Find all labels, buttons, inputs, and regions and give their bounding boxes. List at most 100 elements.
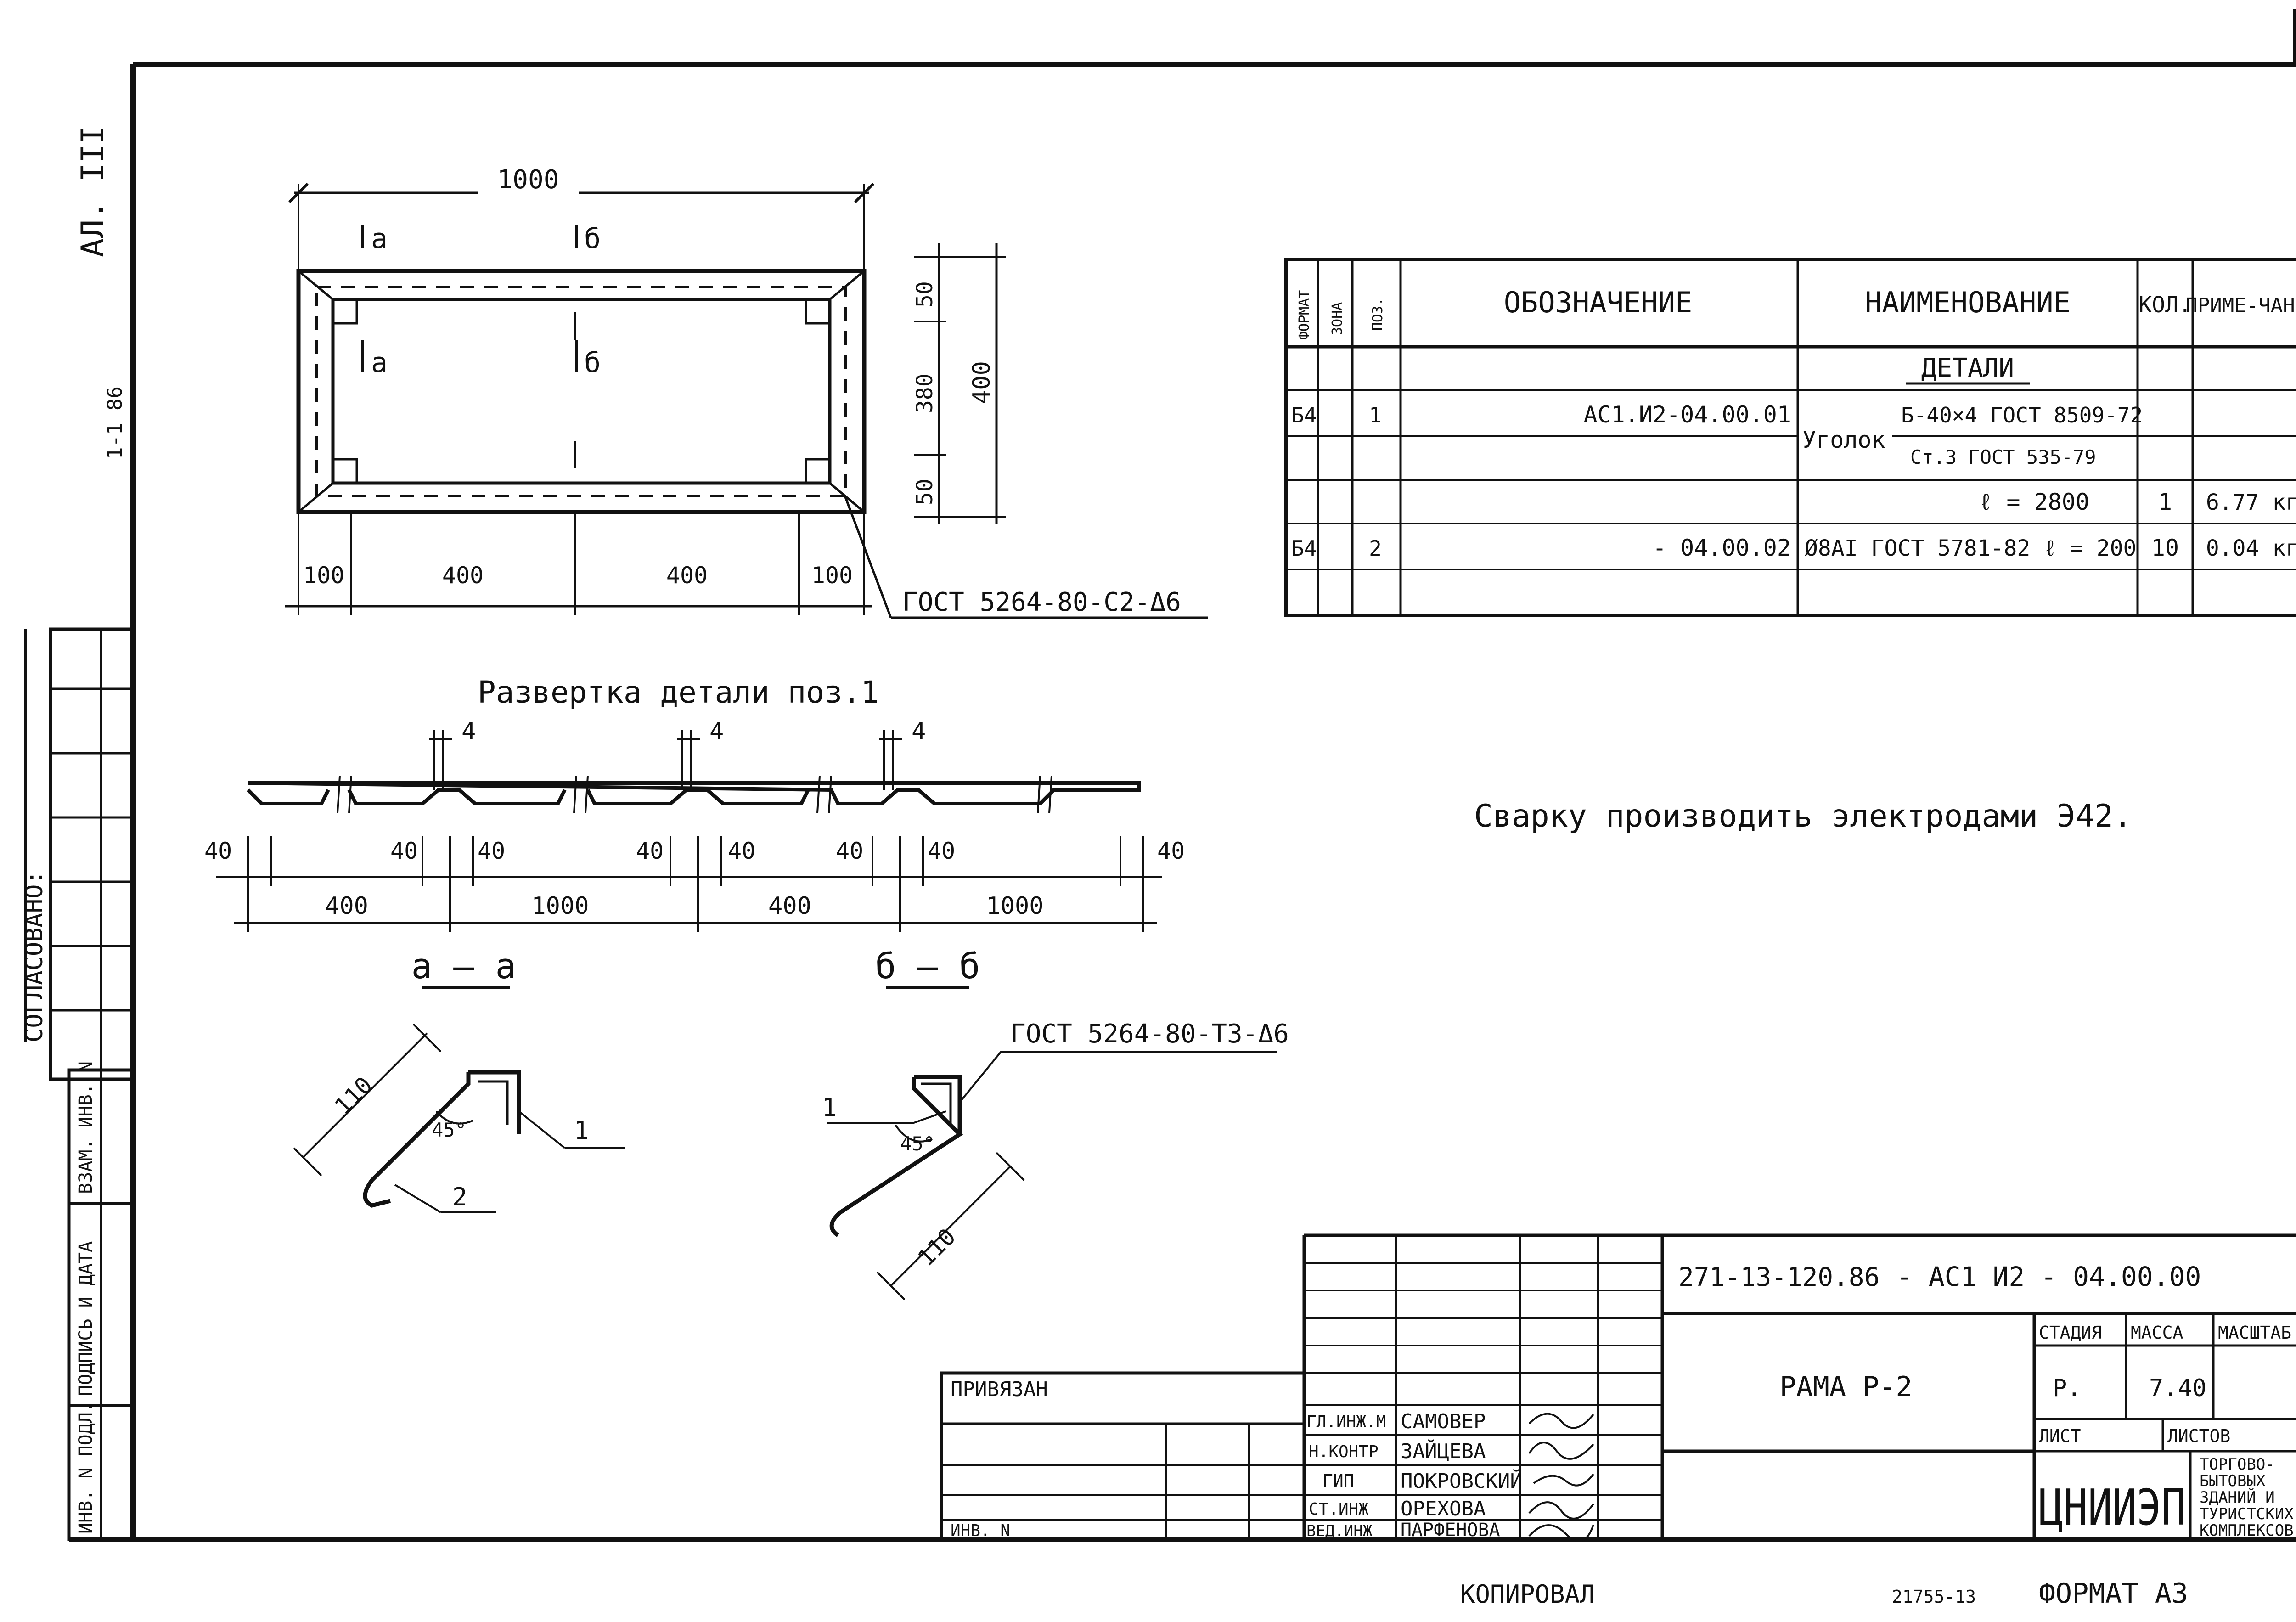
detail-b-angle: 45°	[900, 1132, 935, 1155]
small-dim-5: 40	[728, 838, 755, 864]
org-sub-3: ЗДАНИЙ И	[2200, 1488, 2275, 1507]
overall-width-dim: 1000	[497, 165, 559, 195]
project-code: 271-13-120.86	[1678, 1262, 1880, 1292]
small-dim-1: 40	[204, 838, 232, 864]
copied-label: КОПИРОВАЛ	[1460, 1580, 1595, 1609]
small-dim-7: 40	[928, 838, 955, 864]
row2-designation: - 04.00.02	[1653, 535, 1791, 561]
notch-dim-1: 4	[461, 718, 476, 745]
row1-profile: Б-40×4 ГОСТ 8509-72	[1901, 403, 2143, 428]
specification-table: ФОРМАТ ЗОНА ПОЗ. ОБОЗНАЧЕНИЕ НАИМЕНОВАНИ…	[1284, 258, 2296, 617]
row2-format: Б4	[1291, 536, 1317, 561]
length-dim-1: 400	[325, 892, 368, 920]
header-format: ФОРМАТ	[1296, 290, 1312, 340]
org-sub-5: КОМПЛЕКСОВ	[2200, 1521, 2294, 1540]
row1-designation: АС1.И2-04.00.01	[1583, 401, 1791, 428]
section-title: ДЕТАЛИ	[1921, 353, 2014, 383]
section-b-label: б	[584, 223, 601, 255]
mass-value: 7.40	[2149, 1374, 2206, 1402]
margin-date: 1-1 86	[103, 386, 127, 459]
row2-qty: 10	[2151, 535, 2179, 561]
inv-label: ИНВ. N	[951, 1521, 1010, 1540]
album-mark: АЛ. III	[75, 125, 111, 257]
signature-5	[1528, 1524, 1594, 1542]
staff-role-3: ГИП	[1322, 1471, 1354, 1491]
dim-bottom-1: 100	[303, 562, 344, 589]
row1-steel: Ст.3 ГОСТ 535-79	[1910, 446, 2096, 468]
frame-plan-view: а б а б 1000 100 400 400 100 50 380 50	[285, 165, 1208, 619]
order-number: 21755-13	[1892, 1587, 1976, 1607]
dim-bottom-3: 400	[666, 562, 708, 589]
staff-role-1: ГЛ.ИНЖ.М	[1306, 1413, 1386, 1431]
row2-note: 0.04 кг	[2206, 535, 2296, 561]
org-sub-1: ТОРГОВО-	[2200, 1455, 2275, 1474]
format-label: ФОРМАТ А3	[2039, 1577, 2188, 1610]
row2-name: Ø8АI ГОСТ 5781-82 ℓ = 200	[1805, 535, 2136, 561]
row1-format: Б4	[1291, 403, 1317, 428]
plan-weld-note: ГОСТ 5264-80-С2-Δ6	[902, 587, 1181, 617]
header-note: ПРИМЕ-ЧАНИЕ	[2185, 294, 2296, 317]
welding-note: Сварку производить электродами Э42.	[1474, 798, 2132, 834]
row1-length: ℓ = 2800	[1979, 489, 2089, 515]
notch-dim-3: 4	[912, 718, 926, 745]
unfold-view: Развертка детали поз.1 4 4 4 40 40 40 40…	[204, 675, 1185, 989]
title-block: ПРИВЯЗАН ИНВ. N ГЛ.ИНЖ.М САМОВЕР Н.КОНТР…	[940, 1233, 2296, 1542]
staff-role-4: СТ.ИНЖ	[1309, 1500, 1368, 1519]
dim-right-3: 50	[912, 479, 938, 505]
sheets-label: ЛИСТОВ	[2167, 1426, 2230, 1446]
dim-right-2: 380	[912, 373, 938, 413]
notch-dim-2: 4	[709, 718, 724, 745]
row1-pos: 1	[1369, 403, 1382, 428]
unfold-title: Развертка детали поз.1	[478, 675, 879, 710]
signature-1	[1528, 1413, 1594, 1429]
length-dim-4: 1000	[986, 892, 1043, 920]
drawing-designation: - АС1 И2 - 04.00.00	[1896, 1261, 2201, 1292]
signature-4	[1528, 1501, 1594, 1520]
row1-qty: 1	[2158, 489, 2172, 515]
section-a-label: а	[371, 223, 388, 255]
header-zone: ЗОНА	[1329, 302, 1345, 335]
detail-a-angle: 45°	[432, 1119, 467, 1141]
header-name: НАИМЕНОВАНИЕ	[1865, 286, 2071, 319]
side-stamp: СОГЛАСОВАНО: ИНВ. N ПОДЛ. ПОДПИСЬ И ДАТА…	[21, 627, 135, 1541]
small-dim-4: 40	[636, 838, 664, 864]
small-dim-2: 40	[390, 838, 418, 864]
staff-name-3: ПОКРОВСКИЙ	[1401, 1469, 1522, 1493]
small-dim-8: 40	[1157, 838, 1185, 864]
length-dim-3: 400	[768, 892, 811, 920]
header-designation: ОБОЗНАЧЕНИЕ	[1504, 286, 1693, 319]
inner-section-b: б	[584, 347, 601, 379]
stamp-replacing-inv: ВЗАМ. ИНВ. N	[75, 1061, 96, 1194]
section-bb-label: б – б	[875, 946, 980, 986]
length-dim-2: 1000	[531, 892, 589, 920]
staff-role-2: Н.КОНТР	[1309, 1442, 1379, 1461]
row2-pos: 2	[1369, 536, 1382, 561]
signature-3	[1533, 1473, 1594, 1487]
staff-role-5: ВЕД.ИНЖ	[1306, 1522, 1373, 1540]
org-sub-2: БЫТОВЫХ	[2200, 1472, 2266, 1490]
section-aa-label: а – а	[411, 946, 517, 986]
object-name: РАМА Р-2	[1780, 1371, 1913, 1403]
detail-b-pos1: 1	[822, 1093, 837, 1122]
mass-label: МАССА	[2131, 1323, 2183, 1343]
scale-label: МАСШТАБ	[2218, 1323, 2291, 1343]
stage-value: Р.	[2053, 1374, 2082, 1402]
dim-right-1: 50	[912, 281, 938, 308]
detail-a-pos1: 1	[574, 1116, 589, 1145]
overall-height-dim: 400	[968, 361, 996, 404]
detail-weld-note: ГОСТ 5264-80-Т3-Δ6	[1010, 1019, 1289, 1049]
staff-name-1: САМОВЕР	[1401, 1410, 1486, 1433]
stamp-signature-date: ПОДПИСЬ И ДАТА	[75, 1241, 96, 1396]
dim-bottom-2: 400	[442, 562, 484, 589]
dim-bottom-4: 100	[811, 562, 853, 589]
staff-name-5: ПАРФЕНОВА	[1401, 1520, 1500, 1541]
staff-name-4: ОРЕХОВА	[1401, 1497, 1486, 1521]
small-dim-6: 40	[836, 838, 863, 864]
header-qty: КОЛ.	[2138, 292, 2192, 318]
signature-2	[1528, 1442, 1594, 1460]
detail-a-pos2: 2	[452, 1183, 467, 1211]
org-sub-4: ТУРИСТСКИХ	[2200, 1505, 2294, 1523]
org-logo: ЦНИИЭП	[2039, 1479, 2186, 1537]
bound-label: ПРИВЯЗАН	[951, 1378, 1048, 1401]
